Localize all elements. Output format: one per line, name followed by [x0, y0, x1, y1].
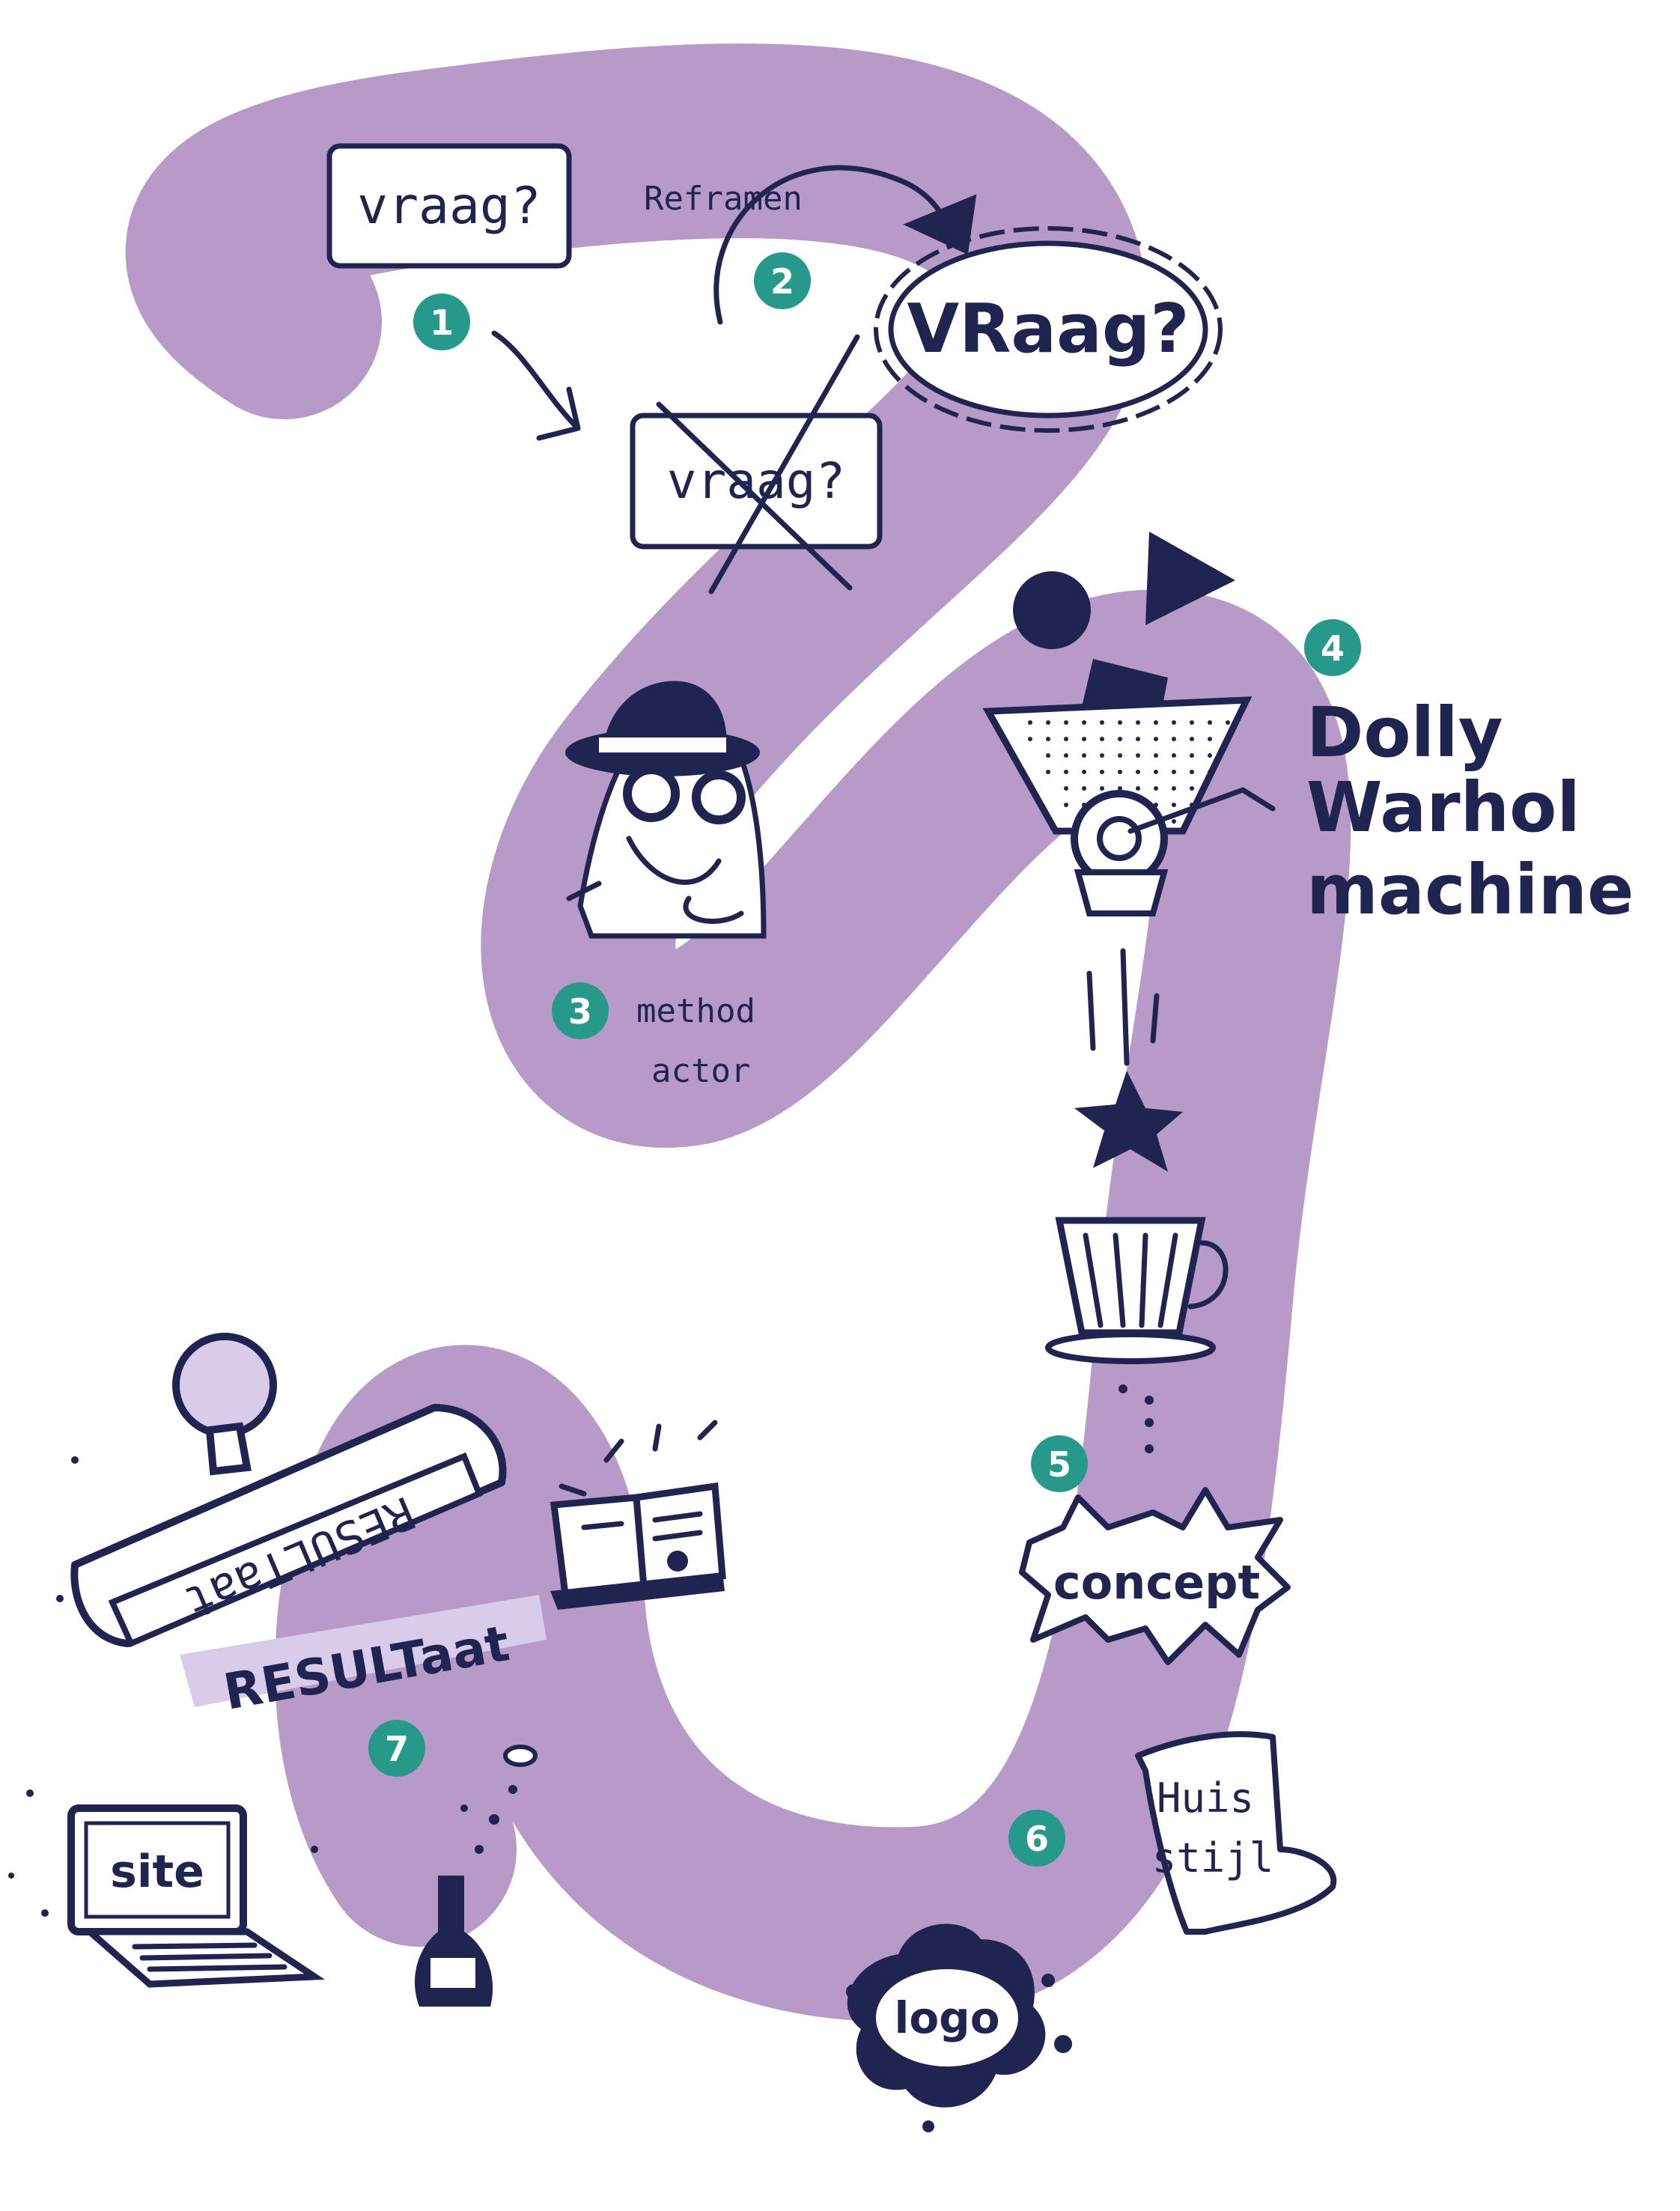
- logo-label: logo: [894, 1992, 999, 2043]
- curved-arrow-head: [903, 194, 977, 255]
- step-badge-2: 2: [754, 252, 811, 309]
- step-number-1: 1: [430, 302, 454, 343]
- bottle-icon: [415, 1745, 538, 2007]
- circle-shape-icon: [1013, 571, 1091, 649]
- step-number-3: 3: [568, 991, 592, 1032]
- step-number-5: 5: [1047, 1444, 1071, 1485]
- step-badge-7: 7: [368, 1720, 425, 1777]
- machine-label-line2: Warhol: [1306, 767, 1580, 848]
- vraag-original-card: vraag?: [326, 143, 572, 269]
- step-badge-6: 6: [1008, 1810, 1065, 1867]
- site-label: site: [110, 1846, 204, 1898]
- scroll-icon: Huis stijl: [1135, 1731, 1337, 1935]
- vraag-original-label: vraag?: [357, 177, 541, 236]
- step-badge-4: 4: [1304, 619, 1361, 676]
- arrow-icon: [491, 330, 581, 441]
- vraag-new-cloud: VRaag?: [874, 226, 1223, 433]
- book-icon: [550, 1420, 726, 1610]
- huisstijl-line1: Huis: [1157, 1774, 1254, 1822]
- method-actor-line2: actor: [651, 1052, 750, 1090]
- glass-icon: [1045, 1217, 1229, 1364]
- dots-trail: [1119, 1384, 1154, 1453]
- laptop-icon: site: [67, 1804, 325, 1988]
- method-actor-line1: method: [636, 992, 755, 1030]
- funnel-machine-icon: [982, 696, 1276, 916]
- step-number-6: 6: [1025, 1819, 1049, 1859]
- step-badge-3: 3: [552, 982, 609, 1039]
- speech-burst-icon: concept: [1019, 1487, 1291, 1665]
- reframen-label: Reframen: [644, 180, 803, 218]
- vraag-crossed-card: vraag?: [630, 334, 883, 594]
- step-number-4: 4: [1321, 628, 1345, 669]
- vraag-new-label: VRaag?: [907, 290, 1189, 368]
- machine-label-line1: Dolly: [1306, 693, 1503, 773]
- huisstijl-line2: stijl: [1152, 1834, 1274, 1882]
- step-number-7: 7: [385, 1729, 409, 1769]
- step-badge-5: 5: [1031, 1435, 1088, 1492]
- laptop-sparks: [8, 1456, 318, 1917]
- step-badge-1: 1: [413, 294, 470, 350]
- ink-splat-icon: logo: [846, 1923, 1072, 2132]
- star-icon: [1074, 1071, 1183, 1172]
- machine-label-line3: machine: [1306, 850, 1634, 930]
- curved-arrow-icon: [713, 165, 954, 325]
- triangle-shape-icon: [1145, 532, 1235, 625]
- detective-icon: [565, 681, 767, 939]
- step-number-2: 2: [770, 261, 794, 302]
- concept-label: concept: [1053, 1555, 1260, 1610]
